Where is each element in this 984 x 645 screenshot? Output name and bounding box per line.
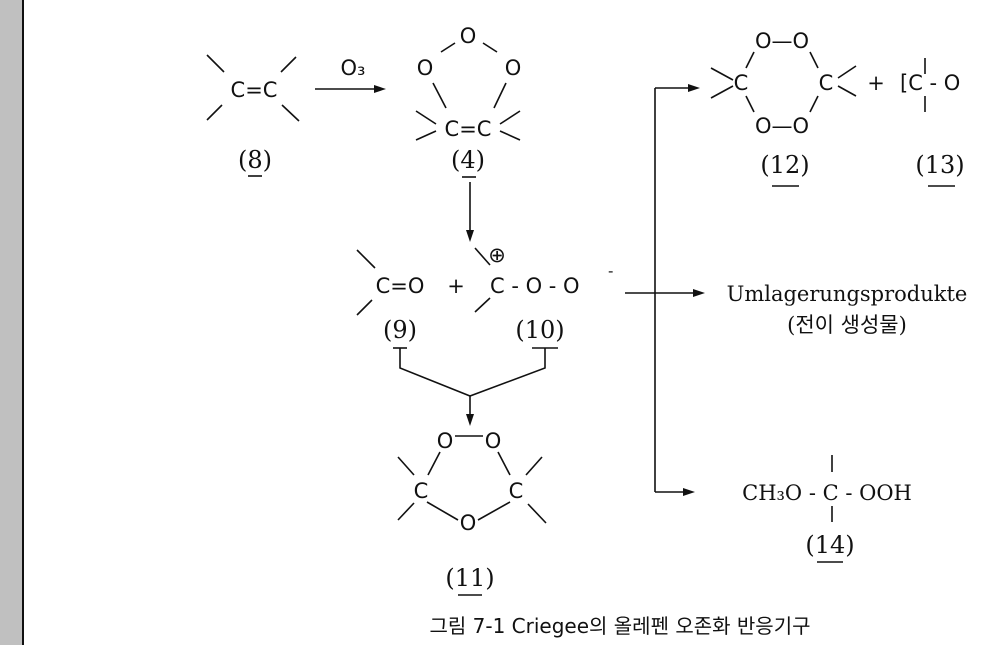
atom-c: C	[819, 71, 834, 95]
combine-bracket-arrow	[393, 347, 558, 426]
atom-o: O	[460, 24, 477, 48]
atom-o: O	[460, 511, 477, 535]
peroxide-top: O—O	[755, 29, 809, 53]
rearrangement-translation: (전이 생성물)	[787, 313, 907, 337]
compound-12: O—O O—O C C (12)	[710, 29, 857, 187]
compound-10-formula: C - O - O	[490, 274, 580, 298]
compound-10-label: (10)	[515, 316, 564, 344]
atom-o: O	[485, 429, 502, 453]
left-margin-bar	[0, 0, 24, 645]
reagent-ozone: O₃	[341, 56, 366, 80]
atom-o: O	[505, 56, 522, 80]
branch-arrows	[625, 84, 705, 496]
compound-12-label: (12)	[760, 151, 809, 179]
compound-11-secondary-ozonide: O O C C O (11)	[397, 429, 547, 596]
plus-sign: +	[447, 274, 465, 298]
negative-charge: -	[608, 262, 613, 280]
positive-charge: ⊕	[488, 243, 506, 267]
compound-14-label: (14)	[805, 531, 854, 559]
atom-o: O	[417, 56, 434, 80]
compound-13: [C - O (13)	[900, 58, 965, 187]
compound-4-formula: C=C	[445, 117, 492, 141]
atom-o: O	[437, 429, 454, 453]
ozone-arrow: O₃	[315, 56, 386, 93]
atom-c: C	[414, 479, 429, 503]
peroxide-bottom: O—O	[755, 114, 809, 138]
compound-4-label: (4)	[451, 146, 485, 174]
compound-9: C=O (9)	[356, 249, 425, 344]
compound-8-label: (8)	[238, 146, 272, 174]
compound-13-formula: [C - O	[900, 71, 960, 95]
compound-8: C=C (8)	[206, 54, 300, 177]
atom-c: C	[509, 479, 524, 503]
atom-c: C	[734, 71, 749, 95]
rearrangement-products: Umlagerungsprodukte	[727, 282, 968, 306]
figure-caption: 그림 7-1 Criegee의 올레펜 오존화 반응기구	[429, 614, 810, 638]
compound-9-label: (9)	[383, 316, 417, 344]
compound-13-label: (13)	[915, 151, 964, 179]
compound-14-formula: CH₃O - C - OOH	[742, 481, 912, 505]
compound-8-formula: C=C	[231, 78, 278, 102]
compound-14: CH₃O - C - OOH (14)	[742, 455, 912, 563]
compound-9-formula: C=O	[376, 274, 425, 298]
compound-10: ⊕ C - O - O - (10)	[474, 243, 613, 344]
arrow-down-1	[466, 182, 474, 242]
plus-sign: +	[867, 71, 885, 95]
compound-11-label: (11)	[445, 564, 494, 592]
compound-4-primary-ozonide: O O O C=C (4)	[415, 24, 522, 178]
